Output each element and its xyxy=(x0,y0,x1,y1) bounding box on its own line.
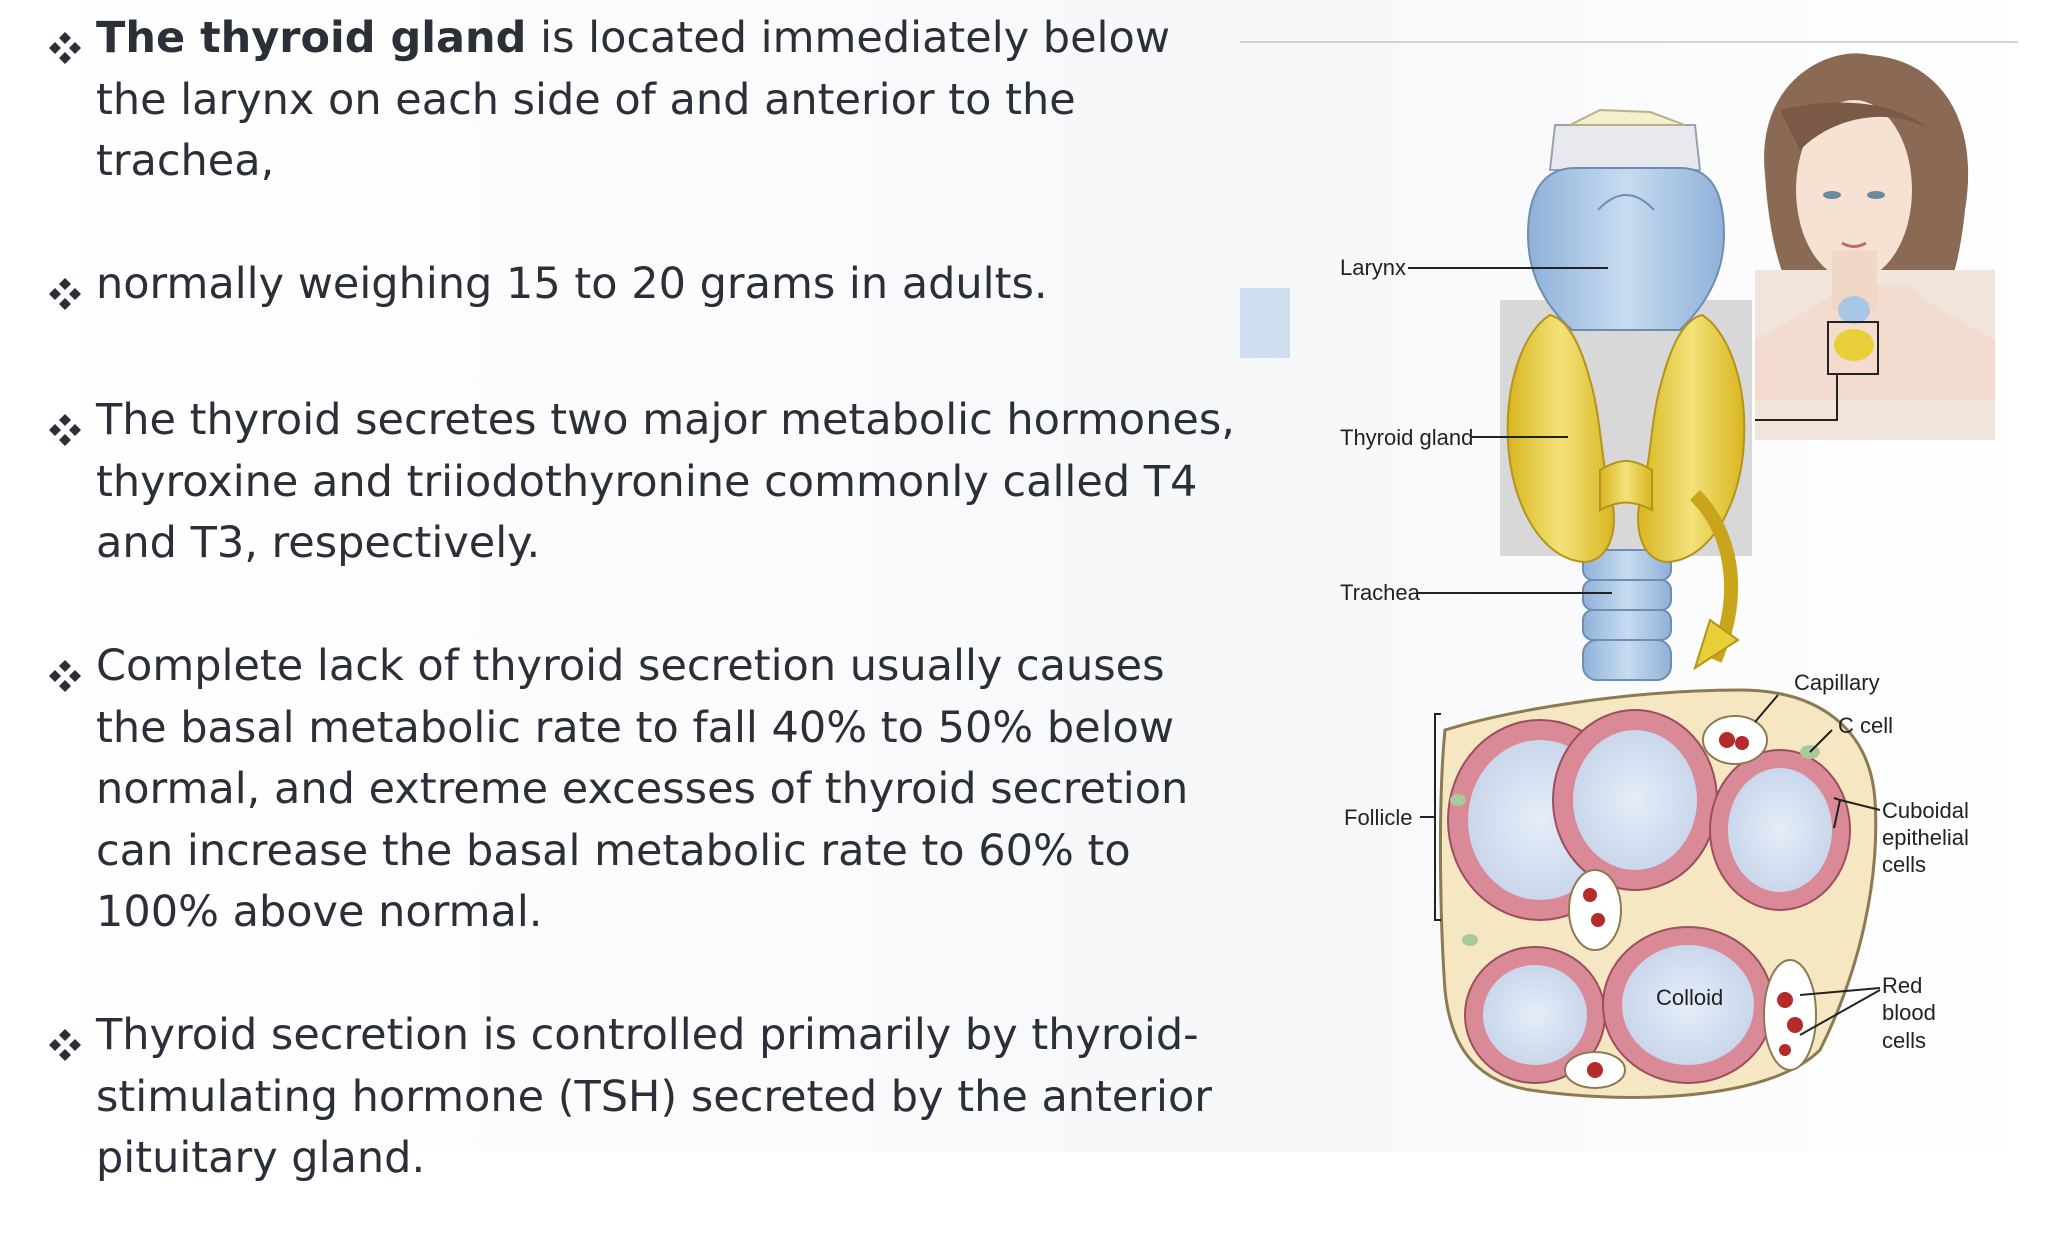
bullet-text: The thyroid secretes two major metabolic… xyxy=(96,395,1235,568)
c-cell xyxy=(1462,934,1478,946)
label-cells: cells xyxy=(1882,852,1926,877)
bullet-bold-term: The thyroid gland xyxy=(96,13,527,63)
bullet-item: The thyroid gland is located immediately… xyxy=(48,8,1248,193)
c-cell xyxy=(1450,794,1466,806)
bullet-text: The thyroid gland is located immediately… xyxy=(96,8,1248,193)
label-epithelial: epithelial xyxy=(1882,825,1969,850)
follicle-cross-section xyxy=(1438,688,1878,1099)
diamond-bullet-icon xyxy=(48,8,96,83)
accent-square xyxy=(1240,288,1290,358)
bullet-item: Thyroid secretion is controlled primaril… xyxy=(48,1005,1248,1190)
capillary xyxy=(1564,1051,1626,1089)
capillary xyxy=(1763,959,1817,1071)
diamond-bullet-icon xyxy=(48,636,96,711)
label-cells-rbc: cells xyxy=(1882,1028,1926,1053)
woman-illustration xyxy=(1755,53,1995,440)
label-red: Red xyxy=(1882,973,1922,998)
bullet-item: Complete lack of thyroid secretion usual… xyxy=(48,636,1248,944)
trachea-illustration xyxy=(1582,549,1672,681)
diamond-bullet-icon xyxy=(48,1005,96,1080)
larynx-illustration xyxy=(1526,108,1726,331)
label-thyroid-gland: Thyroid gland xyxy=(1340,425,1473,450)
bullet-body: is located immediately below the larynx … xyxy=(96,13,1170,186)
bullet-text: Complete lack of thyroid secretion usual… xyxy=(96,641,1189,937)
label-colloid: Colloid xyxy=(1656,985,1723,1010)
label-larynx: Larynx xyxy=(1340,255,1406,280)
label-blood: blood xyxy=(1882,1000,1936,1025)
label-capillary: Capillary xyxy=(1794,670,1880,695)
capillary xyxy=(1702,715,1768,765)
bullet-list: The thyroid gland is located immediately… xyxy=(48,8,1248,1251)
leader-lines xyxy=(1408,267,1881,1036)
bullet-item: The thyroid secretes two major metabolic… xyxy=(48,390,1248,575)
follicle xyxy=(1709,749,1851,911)
diamond-bullet-icon xyxy=(48,390,96,465)
bullet-text: Thyroid secretion is controlled primaril… xyxy=(96,1010,1212,1183)
header-divider-line xyxy=(1240,41,2018,43)
bullet-item: normally weighing 15 to 20 grams in adul… xyxy=(48,254,1248,329)
follicle xyxy=(1552,709,1718,891)
thyroid-gland-illustration xyxy=(1506,313,1746,671)
label-cuboidal: Cuboidal xyxy=(1882,798,1969,823)
follicle xyxy=(1464,946,1606,1084)
diamond-bullet-icon xyxy=(48,254,96,329)
label-follicle: Follicle xyxy=(1344,805,1412,830)
capillary xyxy=(1568,869,1622,951)
thyroid-anatomy-figure: Larynx Thyroid gland Trachea Capillary C… xyxy=(1340,53,1995,1099)
follicle xyxy=(1602,926,1774,1084)
label-trachea: Trachea xyxy=(1340,580,1421,605)
label-c-cell: C cell xyxy=(1838,713,1893,738)
bullet-text: normally weighing 15 to 20 grams in adul… xyxy=(96,259,1048,309)
